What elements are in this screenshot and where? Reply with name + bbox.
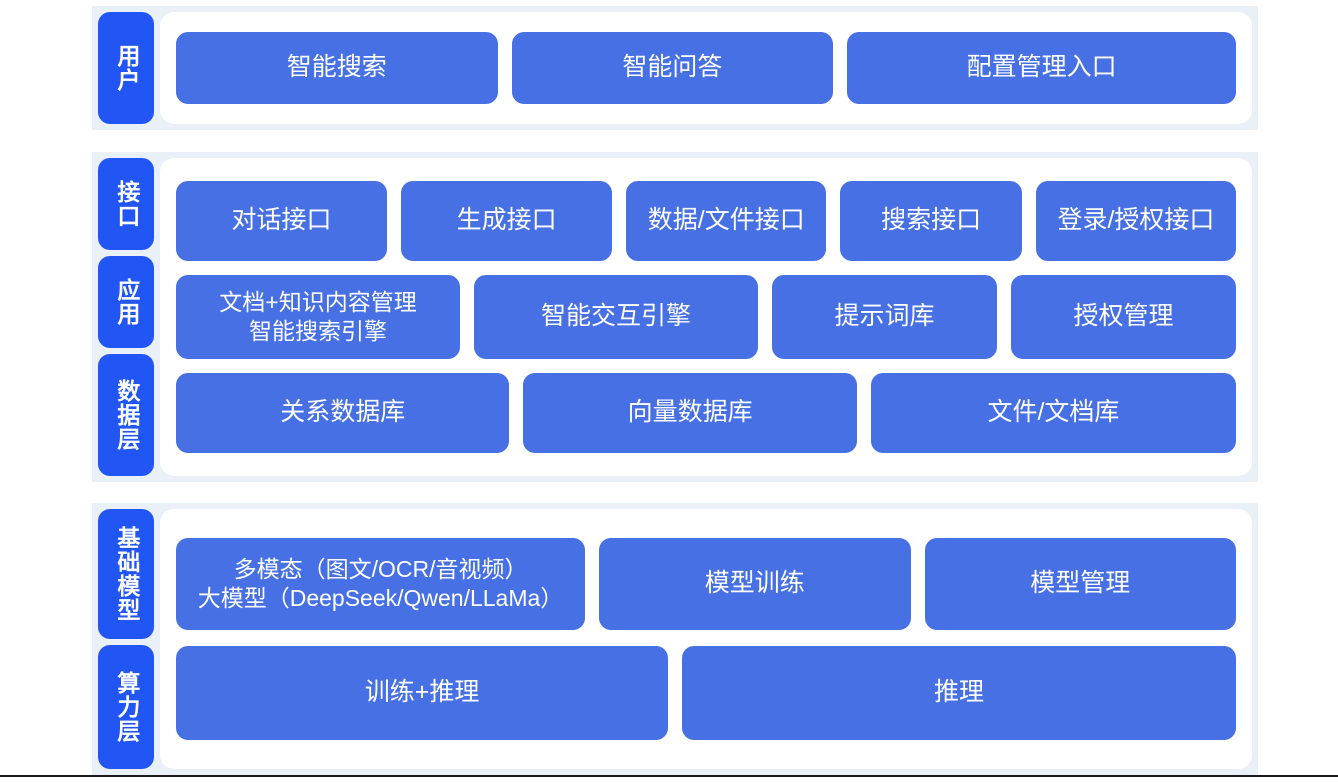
layer-label-rail-bottom: 基础模型 算力层 <box>98 509 154 769</box>
box-training-inference[interactable]: 训练+推理 <box>176 646 669 740</box>
layer-card-user: 智能搜索 智能问答 配置管理入口 <box>160 12 1252 124</box>
box-inference[interactable]: 推理 <box>682 646 1236 740</box>
row-data-layer: 关系数据库 向量数据库 文件/文档库 <box>176 373 1236 453</box>
row-interface: 对话接口 生成接口 数据/文件接口 搜索接口 登录/授权接口 <box>176 181 1236 261</box>
box-intelligent-search[interactable]: 智能搜索 <box>176 32 498 104</box>
architecture-diagram: 用户 智能搜索 智能问答 配置管理入口 接口 应用 数据层 对话接口 生成接口 … <box>92 0 1258 775</box>
row-foundation-model: 多模态（图文/OCR/音视频） 大模型（DeepSeek/Qwen/LLaMa）… <box>176 538 1237 630</box>
box-search-api[interactable]: 搜索接口 <box>840 181 1022 261</box>
layer-label-data[interactable]: 数据层 <box>98 354 154 476</box>
box-config-management-entry[interactable]: 配置管理入口 <box>847 32 1236 104</box>
layer-label-rail-user: 用户 <box>98 12 154 124</box>
row-user-entries: 智能搜索 智能问答 配置管理入口 <box>176 32 1236 104</box>
box-generation-api[interactable]: 生成接口 <box>401 181 613 261</box>
box-intelligent-qa[interactable]: 智能问答 <box>511 32 834 104</box>
box-multimodal-large-model[interactable]: 多模态（图文/OCR/音视频） 大模型（DeepSeek/Qwen/LLaMa） <box>176 538 586 630</box>
bottom-divider <box>0 775 1338 777</box>
box-prompt-library[interactable]: 提示词库 <box>772 275 998 359</box>
box-authorization-management[interactable]: 授权管理 <box>1011 275 1236 359</box>
layer-card-middle: 对话接口 生成接口 数据/文件接口 搜索接口 登录/授权接口 文档+知识内容管理… <box>160 158 1252 476</box>
layer-label-interface[interactable]: 接口 <box>98 158 154 250</box>
layer-card-bottom: 多模态（图文/OCR/音视频） 大模型（DeepSeek/Qwen/LLaMa）… <box>160 509 1252 769</box>
box-dialogue-api[interactable]: 对话接口 <box>176 181 388 261</box>
layer-label-application[interactable]: 应用 <box>98 256 154 348</box>
box-data-file-api[interactable]: 数据/文件接口 <box>626 181 827 261</box>
layer-label-user[interactable]: 用户 <box>98 12 154 124</box>
box-intelligent-interaction-engine[interactable]: 智能交互引擎 <box>474 275 759 359</box>
row-application: 文档+知识内容管理 智能搜索引擎 智能交互引擎 提示词库 授权管理 <box>176 275 1236 359</box>
box-document-knowledge-management[interactable]: 文档+知识内容管理 智能搜索引擎 <box>176 275 461 359</box>
row-compute-layer: 训练+推理 推理 <box>176 646 1236 740</box>
box-file-document-store[interactable]: 文件/文档库 <box>870 373 1236 453</box>
box-model-training[interactable]: 模型训练 <box>599 538 911 630</box>
layer-band-user: 用户 智能搜索 智能问答 配置管理入口 <box>92 6 1258 130</box>
box-login-auth-api[interactable]: 登录/授权接口 <box>1035 181 1236 261</box>
layer-band-bottom: 基础模型 算力层 多模态（图文/OCR/音视频） 大模型（DeepSeek/Qw… <box>92 503 1258 775</box>
box-relational-database[interactable]: 关系数据库 <box>176 373 510 453</box>
box-vector-database[interactable]: 向量数据库 <box>523 373 857 453</box>
layer-label-compute[interactable]: 算力层 <box>98 645 154 769</box>
layer-label-foundation-model[interactable]: 基础模型 <box>98 509 154 639</box>
box-model-management[interactable]: 模型管理 <box>924 538 1237 630</box>
layer-label-rail-middle: 接口 应用 数据层 <box>98 158 154 476</box>
layer-band-middle: 接口 应用 数据层 对话接口 生成接口 数据/文件接口 搜索接口 登录/授权接口… <box>92 152 1258 482</box>
